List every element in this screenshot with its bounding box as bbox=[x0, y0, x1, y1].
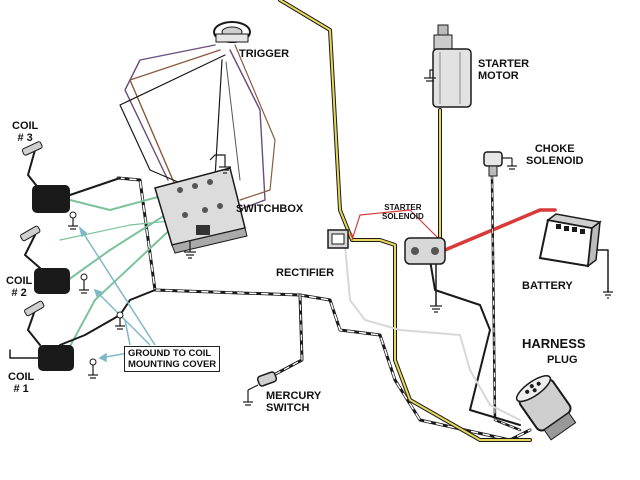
wire-black-white-main-stripe bbox=[117, 177, 531, 441]
wire-solenoid-white bbox=[344, 244, 521, 421]
coil-2-label-line2: # 2 bbox=[11, 287, 27, 299]
coil-3-label-line1: COIL bbox=[12, 120, 39, 132]
battery-component bbox=[538, 213, 613, 299]
battery-label: BATTERY bbox=[522, 280, 573, 292]
wire-choke bbox=[490, 173, 522, 432]
wire-yellow-long-inner bbox=[279, 0, 531, 441]
wire-coil2-green bbox=[67, 211, 171, 281]
wire-mercury bbox=[266, 293, 304, 380]
wire-red-rectifier bbox=[351, 209, 441, 241]
starter-motor-label: STARTER MOTOR bbox=[478, 58, 529, 82]
wire-red-battery bbox=[443, 208, 557, 252]
ground-note-box: GROUND TO COIL MOUNTING COVER bbox=[124, 346, 221, 372]
coil-1-component bbox=[24, 300, 98, 379]
wire-trigger-6 bbox=[214, 59, 223, 179]
wires bbox=[9, 0, 609, 442]
choke-solenoid-label: CHOKE SOLENOID bbox=[526, 143, 583, 167]
rectifier-component: + bbox=[327, 229, 354, 249]
plug-label: PLUG bbox=[547, 354, 578, 366]
coil-1-label-line1: COIL bbox=[8, 371, 35, 383]
wire-mercury-stripe bbox=[267, 294, 303, 379]
starter-motor-label-line2: MOTOR bbox=[478, 70, 519, 82]
wire-coil1-lead bbox=[9, 349, 41, 359]
wire-trigger-5 bbox=[234, 44, 276, 201]
coil-3-label-line2: # 3 bbox=[17, 132, 33, 144]
wire-trigger-7 bbox=[225, 61, 241, 181]
wire-coil-spark-2 bbox=[24, 234, 41, 269]
starter-solenoid-label-line2: SOLENOID bbox=[382, 212, 424, 221]
ground-pointers bbox=[78, 225, 156, 363]
starter-solenoid-label: STARTER SOLENOID bbox=[382, 203, 424, 221]
coil-2-label: COIL # 2 bbox=[6, 275, 32, 299]
mercury-switch-component bbox=[243, 371, 278, 406]
svg-text:+: + bbox=[349, 230, 354, 240]
choke-solenoid-label-line2: SOLENOID bbox=[526, 155, 584, 167]
starter-solenoid-label-line1: STARTER bbox=[384, 203, 422, 212]
mercury-switch-label-line1: MERCURY bbox=[266, 390, 322, 402]
switchbox-component bbox=[154, 154, 248, 259]
ground-note-line1: GROUND TO COIL bbox=[128, 348, 212, 359]
coil-1-label: COIL # 1 bbox=[8, 371, 34, 395]
wire-coil-spark-3 bbox=[27, 149, 41, 191]
mercury-switch-label-line2: SWITCH bbox=[266, 402, 310, 414]
mercury-switch-label: MERCURY SWITCH bbox=[266, 390, 321, 414]
trigger-label: TRIGGER bbox=[239, 48, 290, 60]
wire-coil-spark-1 bbox=[27, 309, 41, 346]
choke-solenoid-component bbox=[483, 151, 517, 177]
coil-3-label: COIL # 3 bbox=[12, 120, 38, 144]
starter-motor-label-line1: STARTER bbox=[478, 58, 530, 70]
coil-2-label-line1: COIL bbox=[6, 275, 33, 287]
wire-coil3-green bbox=[69, 194, 166, 211]
wire-trigger-4 bbox=[229, 49, 266, 211]
wire-coil3-black bbox=[69, 177, 121, 196]
coil-2-component bbox=[20, 225, 89, 294]
wire-solenoid-black bbox=[429, 259, 521, 426]
coil-mount-ground bbox=[115, 311, 125, 330]
rectifier-label: RECTIFIER bbox=[276, 267, 335, 279]
wire-trigger-1 bbox=[124, 44, 216, 181]
switchbox-label: SWITCHBOX bbox=[236, 203, 304, 215]
starter-motor-component bbox=[424, 24, 472, 108]
wire-coil1-green bbox=[67, 224, 176, 351]
wire-choke-stripe bbox=[491, 174, 521, 431]
choke-solenoid-label-line1: CHOKE bbox=[534, 143, 575, 155]
ground-note-line2: MOUNTING COVER bbox=[128, 359, 217, 370]
coil-1-label-line2: # 1 bbox=[13, 383, 29, 395]
wire-battery-ground bbox=[594, 249, 609, 293]
wire-trigger-3 bbox=[119, 54, 226, 186]
harness-plug-component bbox=[515, 375, 577, 441]
wire-trigger-2 bbox=[129, 49, 221, 186]
harness-label: HARNESS bbox=[522, 336, 586, 351]
trigger-component bbox=[213, 21, 251, 43]
coil-3-component bbox=[21, 141, 78, 230]
starter-solenoid-component bbox=[404, 237, 446, 313]
